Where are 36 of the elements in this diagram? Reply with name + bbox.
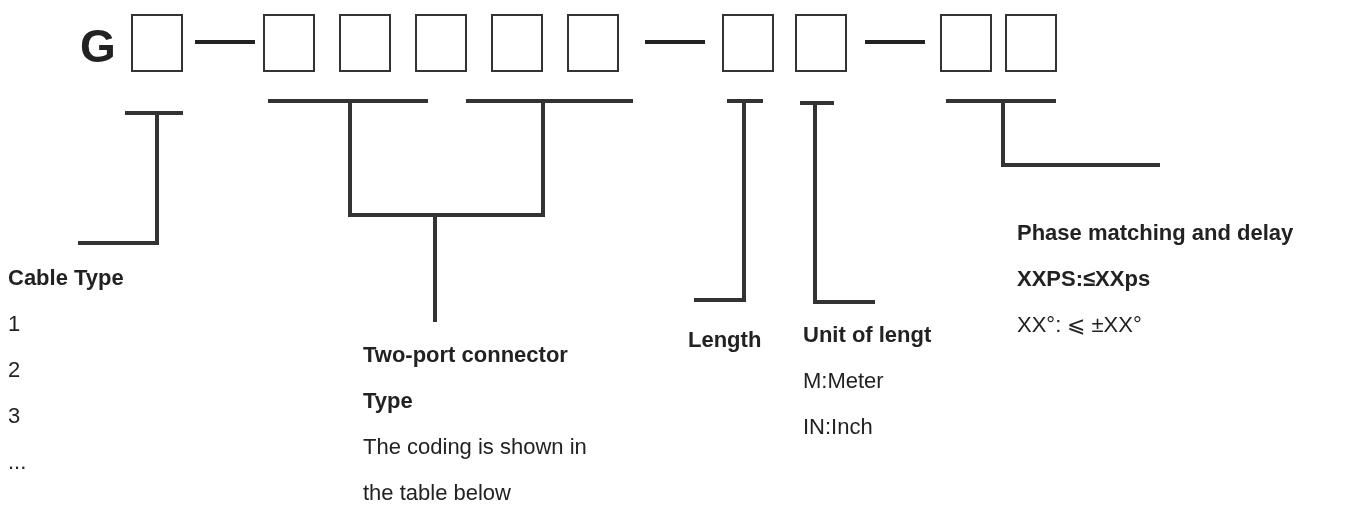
description-text: IN:Inch [803,413,874,441]
code-slot-box [339,14,391,72]
code-slot-box [131,14,183,72]
code-slot-box [795,14,847,72]
description-text: M:Meter [803,367,885,395]
bracket-bar [125,111,183,115]
description-text: ... [8,448,28,476]
code-slot-box [722,14,774,72]
description-text: 3 [8,402,22,430]
code-slot-box [491,14,543,72]
bracket-bar [466,99,633,103]
leader-line [1001,103,1160,167]
bracket-bar [800,101,834,105]
description-text: 2 [8,356,22,384]
description-text: The coding is shown in the table below [363,433,588,507]
heading-text: Phase matching and delay [1017,219,1294,247]
heading-text: Cable Type [8,264,124,292]
leader-line [433,103,545,322]
leader-line [78,115,159,245]
bracket-bar [946,99,1056,103]
code-slot-box [567,14,619,72]
leader-line [694,103,746,302]
description-text: XX°: ⩽ ±XX° [1017,311,1143,339]
code-slot-box [1005,14,1057,72]
leader-line [813,105,875,304]
heading-text: Two-port connector Type [363,341,569,415]
code-slot-box [263,14,315,72]
description-text: XXPS:≤XXps [1017,265,1152,293]
bracket-bar [727,99,763,103]
description-text: 1 [8,310,22,338]
code-slot-box [415,14,467,72]
heading-text: Length [688,326,762,354]
heading-text: Unit of lengt [803,321,932,349]
code-letter: G [80,19,116,74]
bracket-bar [268,99,428,103]
code-slot-box [940,14,992,72]
